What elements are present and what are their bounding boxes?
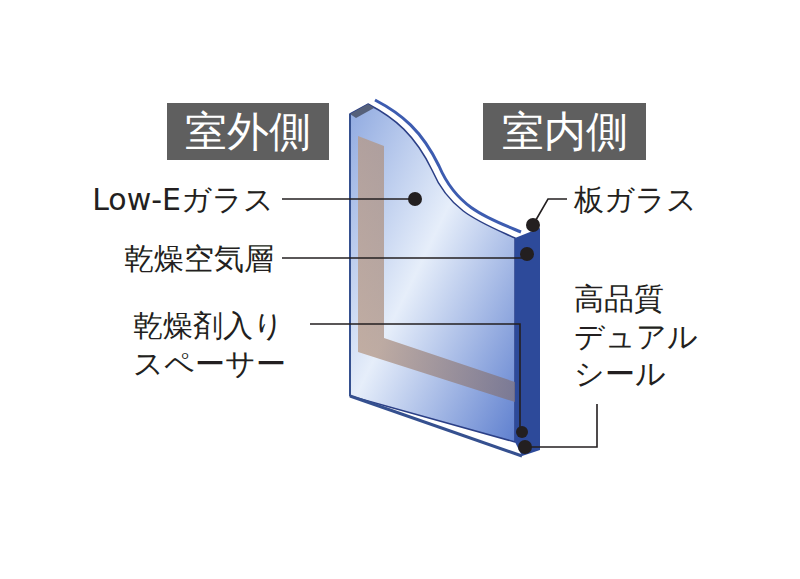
leader-line bbox=[282, 198, 415, 200]
side-heading: 室内側 bbox=[502, 107, 628, 156]
pane-top-edge bbox=[350, 104, 374, 118]
leader-line bbox=[310, 324, 520, 432]
callout-dot bbox=[516, 426, 528, 438]
pane-left-edge bbox=[349, 114, 351, 396]
side-heading-box: 室内側 bbox=[483, 103, 646, 160]
pane-bottom-edge bbox=[350, 396, 522, 456]
part-label: 乾燥空気層 bbox=[124, 240, 274, 278]
leader-line bbox=[525, 404, 597, 447]
leader-line bbox=[282, 257, 527, 259]
side-heading: 室外側 bbox=[185, 107, 311, 156]
part-label: 乾燥剤入り スペーサー bbox=[133, 307, 303, 382]
callout-dot bbox=[520, 247, 534, 261]
part-label: 高品質 デュアル シール bbox=[574, 280, 698, 393]
part-label: 板ガラス bbox=[574, 181, 697, 219]
part-label: Low-Eガラス bbox=[92, 181, 274, 219]
callout-dot bbox=[518, 440, 532, 454]
side-heading-box: 室外側 bbox=[167, 103, 329, 160]
callout-dot bbox=[408, 192, 422, 206]
callout-dot bbox=[526, 218, 540, 232]
pane-thickness bbox=[515, 228, 540, 456]
spacer-frame bbox=[358, 136, 515, 402]
